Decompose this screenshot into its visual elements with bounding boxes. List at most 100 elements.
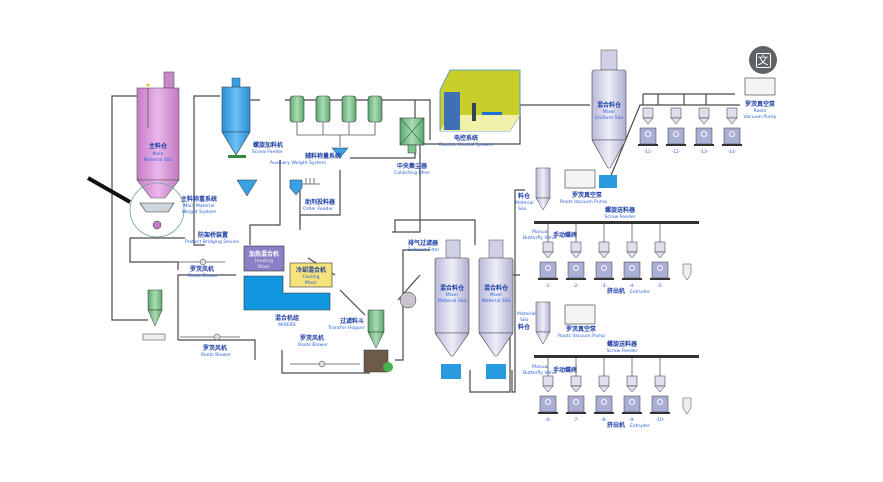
aux-weight-label: 辅料称量系统 <box>305 152 341 160</box>
main-silo-en: Main <box>153 151 164 157</box>
mixer-silo-2-en1: Mixer <box>490 292 503 298</box>
electric-control-label: 电控系统 <box>454 134 478 142</box>
roots-vacuum-pump-2[interactable] <box>564 304 596 325</box>
screw-feeder-1-label: 螺旋送料器 <box>605 206 636 214</box>
mixer-material-silo-1[interactable]: 混合料仓 Mixer Material Silo <box>434 239 470 379</box>
butterfly-2-en2: Butterfly Valve <box>523 370 557 376</box>
screw-feeder-top-label: 螺旋加料机 <box>253 141 283 149</box>
extruder-unit[interactable]: -1- <box>538 224 558 289</box>
order-feeder-label: 助剂投料器 <box>305 198 336 206</box>
translate-button[interactable]: 文 <box>749 46 777 74</box>
extruder-number: -13- <box>700 149 709 155</box>
mixer-silo-2-label: 混合料仓 <box>484 284 509 292</box>
uniform-silo-label: 混合料仓 <box>597 101 622 109</box>
extruder-number: -8- <box>601 417 607 423</box>
collecting-filter[interactable] <box>399 117 425 154</box>
butterfly-1-en2: Butterfly Valve <box>523 235 557 241</box>
mixer-uniform-silo[interactable]: 混合料仓 Mixer Uniform Silo <box>591 49 627 188</box>
vacuum-pump-1-label: 罗茨真空泵 <box>572 191 603 199</box>
extruder-number: -10- <box>656 417 665 423</box>
exhaust-filter[interactable] <box>399 291 417 309</box>
extruder-unit[interactable]: -13- <box>694 107 714 155</box>
roots-blower-1-en: Roots Blower <box>188 273 218 279</box>
main-weight-hopper[interactable] <box>236 179 258 197</box>
uniform-silo-en1: Mixer <box>603 109 616 115</box>
extruder-2-label: 挤出机 <box>607 421 625 429</box>
extruder-number: -5- <box>657 283 663 289</box>
extruder-number: -9- <box>629 417 635 423</box>
extruder-unit[interactable]: -10- <box>650 358 670 423</box>
heating-mixer-en2: Mixer <box>258 264 271 270</box>
material-silo-2-en1: Material <box>517 311 536 317</box>
extruder-number: -4- <box>629 283 635 289</box>
mixers[interactable]: 加热混合机 Heating Mixer 冷却混合机 Cooling Mixer <box>243 245 333 311</box>
transfer-hopper[interactable] <box>363 309 393 373</box>
end-hopper-1 <box>682 263 692 281</box>
extruder-2-en: Extruder <box>630 423 650 429</box>
extruder-unit[interactable]: -11- <box>638 107 658 155</box>
material-silo-1[interactable] <box>535 167 551 211</box>
main-weight-en1: Main Material <box>183 203 214 209</box>
extruder-unit[interactable]: -6- <box>538 358 558 423</box>
cooling-mixer-en2: Mixer <box>305 280 318 286</box>
extruder-number: -11- <box>644 149 653 155</box>
mixer-material-silo-2[interactable]: 混合料仓 Mixer Material Silo <box>478 239 514 379</box>
electric-control-en: Electric Control System <box>439 142 493 148</box>
vacuum-pump-2-label: 罗茨真空泵 <box>566 325 597 333</box>
aux-weight-en: Auxiliary Weight System <box>270 160 327 166</box>
material-silo-1-label: 料仓 <box>518 192 531 200</box>
extruder-unit[interactable]: -2- <box>566 224 586 289</box>
order-feeder[interactable] <box>289 179 303 196</box>
material-silo-2[interactable] <box>535 301 551 345</box>
extruder-unit[interactable]: -8- <box>594 358 614 423</box>
mixer-silo-1-label: 混合料仓 <box>440 284 465 292</box>
separator-hopper[interactable] <box>142 289 166 341</box>
screw-feeder-1-en: Screw Feeder <box>605 214 636 220</box>
extruder-unit[interactable]: -14- <box>722 107 742 155</box>
extruder-unit[interactable]: -12- <box>666 107 686 155</box>
transfer-hopper-label: 过滤料斗 <box>340 317 364 325</box>
extruder-unit[interactable]: -4- <box>622 224 642 289</box>
bridging-rod <box>87 176 131 204</box>
screw-feeder-top[interactable] <box>221 77 251 158</box>
roots-blower-3[interactable] <box>290 360 360 368</box>
auxiliary-bins[interactable] <box>289 95 383 159</box>
butterfly-2-en1: Manual <box>532 364 549 370</box>
extruder-unit[interactable]: -9- <box>622 358 642 423</box>
extruder-1-en: Extruder <box>630 289 650 295</box>
electric-control-room[interactable] <box>439 69 521 132</box>
main-material-silo[interactable]: 主料仓 Main Material Silo <box>136 71 180 199</box>
exhaust-filter-en: Exhaust Filter <box>408 247 439 253</box>
cooling-mixer-en1: Cooling <box>302 274 319 280</box>
collecting-filter-label: 中央集尘器 <box>397 162 428 170</box>
roots-blower-3-en: Roots Blower <box>298 342 328 348</box>
vacuum-pump-top-label: 罗茨真空泵 <box>745 100 776 108</box>
material-silo-1-en2: Silo <box>518 206 526 212</box>
exhaust-filter-label: 排气过滤器 <box>408 239 439 247</box>
extruder-number: -12- <box>672 149 681 155</box>
collecting-filter-en: Collecting Filter <box>394 170 430 176</box>
heating-mixer-en1: Heating <box>255 258 273 264</box>
extruder-number: -7- <box>573 417 579 423</box>
roots-vacuum-pump-1[interactable] <box>564 169 596 189</box>
extruder-number: -2- <box>573 283 579 289</box>
extruder-unit[interactable]: -5- <box>650 224 670 289</box>
roots-blower-1[interactable] <box>168 258 225 266</box>
vacuum-pump-2-en: Roots Vacuum Pump <box>558 333 605 339</box>
mixers-label: 混合机组 <box>275 314 299 322</box>
order-feeder-en: Order Feeder <box>303 206 333 212</box>
extruder-number: -14- <box>728 149 737 155</box>
extruder-number: -1- <box>545 283 551 289</box>
roots-blower-2[interactable] <box>180 333 240 341</box>
cooling-mixer-label: 冷却混合机 <box>296 266 326 274</box>
screw-feeder-bar-2[interactable] <box>534 355 699 358</box>
roots-vacuum-pump-top[interactable] <box>744 77 776 96</box>
extruder-unit[interactable]: -3- <box>594 224 614 289</box>
material-silo-1-en1: Material <box>515 200 534 206</box>
screw-feeder-bar-1[interactable] <box>534 221 699 224</box>
roots-blower-2-label: 罗茨风机 <box>203 344 227 352</box>
material-silo-2-label: 料仓 <box>518 323 531 331</box>
screw-feeder-2-en: Screw Feeder <box>607 348 638 354</box>
extruder-unit[interactable]: -7- <box>566 358 586 423</box>
